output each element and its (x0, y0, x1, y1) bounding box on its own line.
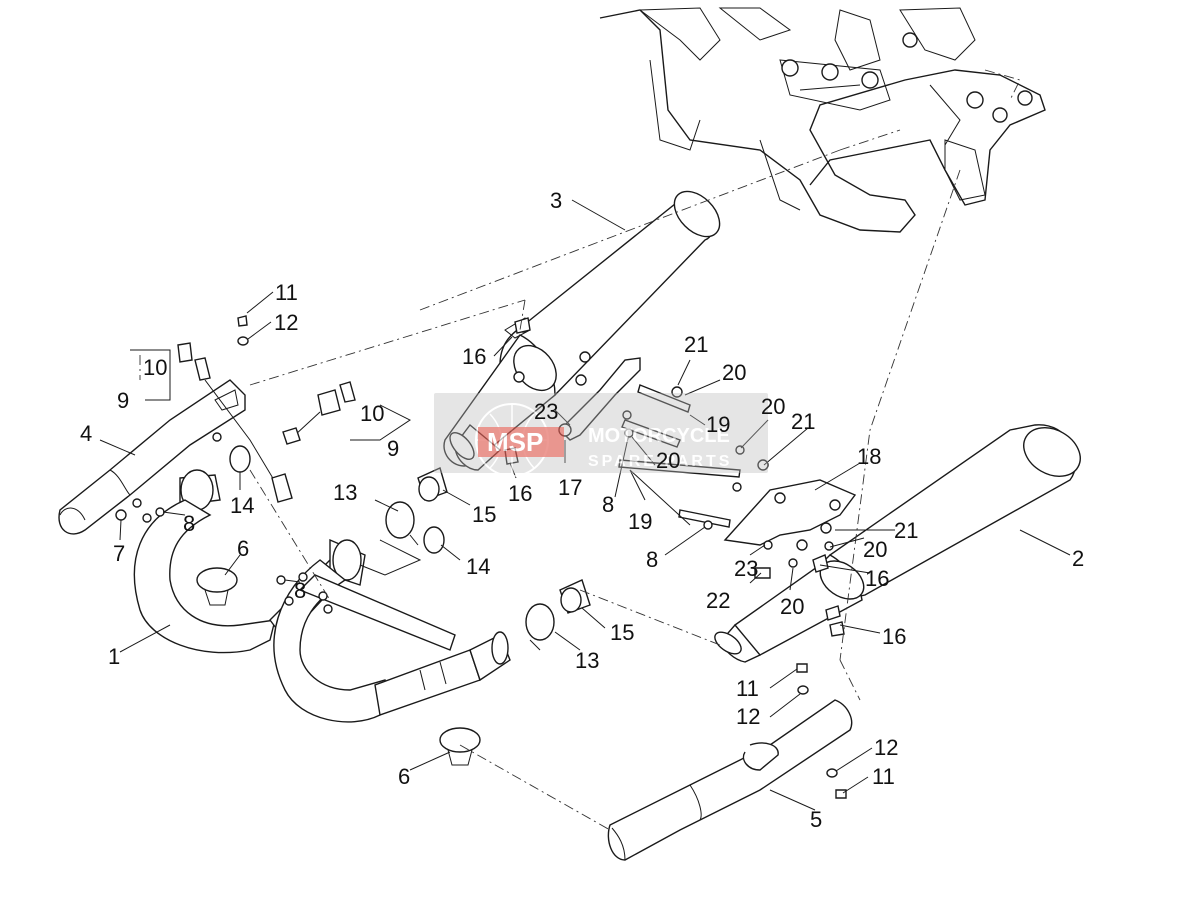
callout-19a: 19 (706, 412, 730, 437)
watermark: MSP MOTORCYCLE SPARE PARTS (434, 393, 768, 477)
callout-5: 5 (810, 807, 822, 832)
callout-18: 18 (857, 444, 881, 469)
callout-23b: 23 (734, 556, 758, 581)
callout-11c: 11 (872, 764, 895, 789)
callout-16d: 16 (882, 624, 906, 649)
callout-16b: 16 (508, 481, 532, 506)
callout-4: 4 (80, 421, 92, 446)
callout-8a: 8 (183, 511, 195, 536)
heat-shield-lower (607, 699, 853, 861)
watermark-line1: MOTORCYCLE (588, 425, 730, 447)
callout-13a: 13 (333, 480, 357, 505)
callout-8d: 8 (646, 547, 658, 572)
leader-lines (99, 199, 1071, 811)
callout-9a: 9 (117, 388, 129, 413)
callout-10b: 10 (360, 401, 384, 426)
callout-9b: 9 (387, 436, 399, 461)
callout-11b: 11 (736, 676, 759, 701)
callout-11a: 11 (275, 280, 298, 305)
exhaust-headers (133, 469, 511, 723)
callout-7: 7 (113, 541, 125, 566)
frame-assembly (599, 7, 1046, 233)
callout-19b: 19 (628, 509, 652, 534)
callout-21b: 21 (791, 409, 815, 434)
callout-17: 17 (558, 475, 582, 500)
callout-10a: 10 (143, 355, 167, 380)
callout-22: 22 (706, 588, 730, 613)
reference-lines (130, 129, 961, 831)
callout-8c: 8 (602, 492, 614, 517)
callout-8b: 8 (294, 578, 306, 603)
watermark-line2: SPARE PARTS (588, 453, 732, 470)
callout-16c: 16 (865, 566, 889, 591)
callout-14b: 14 (466, 554, 490, 579)
callout-12c: 12 (874, 735, 898, 760)
callout-2: 2 (1072, 546, 1084, 571)
callout-3: 3 (550, 188, 562, 213)
callout-6b: 6 (398, 764, 410, 789)
callout-labels: 1 2 3 4 5 6 6 7 8 8 8 8 9 9 10 10 11 11 … (80, 188, 1084, 832)
callout-12b: 12 (736, 704, 760, 729)
callout-20d: 20 (863, 537, 887, 562)
hardware-pieces (115, 315, 847, 799)
mount-brackets (559, 357, 857, 546)
watermark-logo-background (478, 427, 564, 457)
clamps-and-rings (196, 445, 591, 766)
callout-23a: 23 (534, 399, 558, 424)
callout-13b: 13 (575, 648, 599, 673)
callout-20e: 20 (780, 594, 804, 619)
callout-21c: 21 (894, 518, 918, 543)
heat-shield-left (58, 379, 246, 535)
callout-1: 1 (108, 644, 120, 669)
callout-15a: 15 (472, 502, 496, 527)
callout-16a: 16 (462, 344, 486, 369)
callout-20b: 20 (656, 448, 680, 473)
watermark-logo: MSP (487, 427, 543, 457)
callout-15b: 15 (610, 620, 634, 645)
callout-12a: 12 (274, 310, 298, 335)
callout-20a: 20 (722, 360, 746, 385)
callout-6a: 6 (237, 536, 249, 561)
callout-21a: 21 (684, 332, 708, 357)
callout-20c: 20 (761, 394, 785, 419)
callout-14a: 14 (230, 493, 254, 518)
lambda-sensors (177, 342, 356, 503)
